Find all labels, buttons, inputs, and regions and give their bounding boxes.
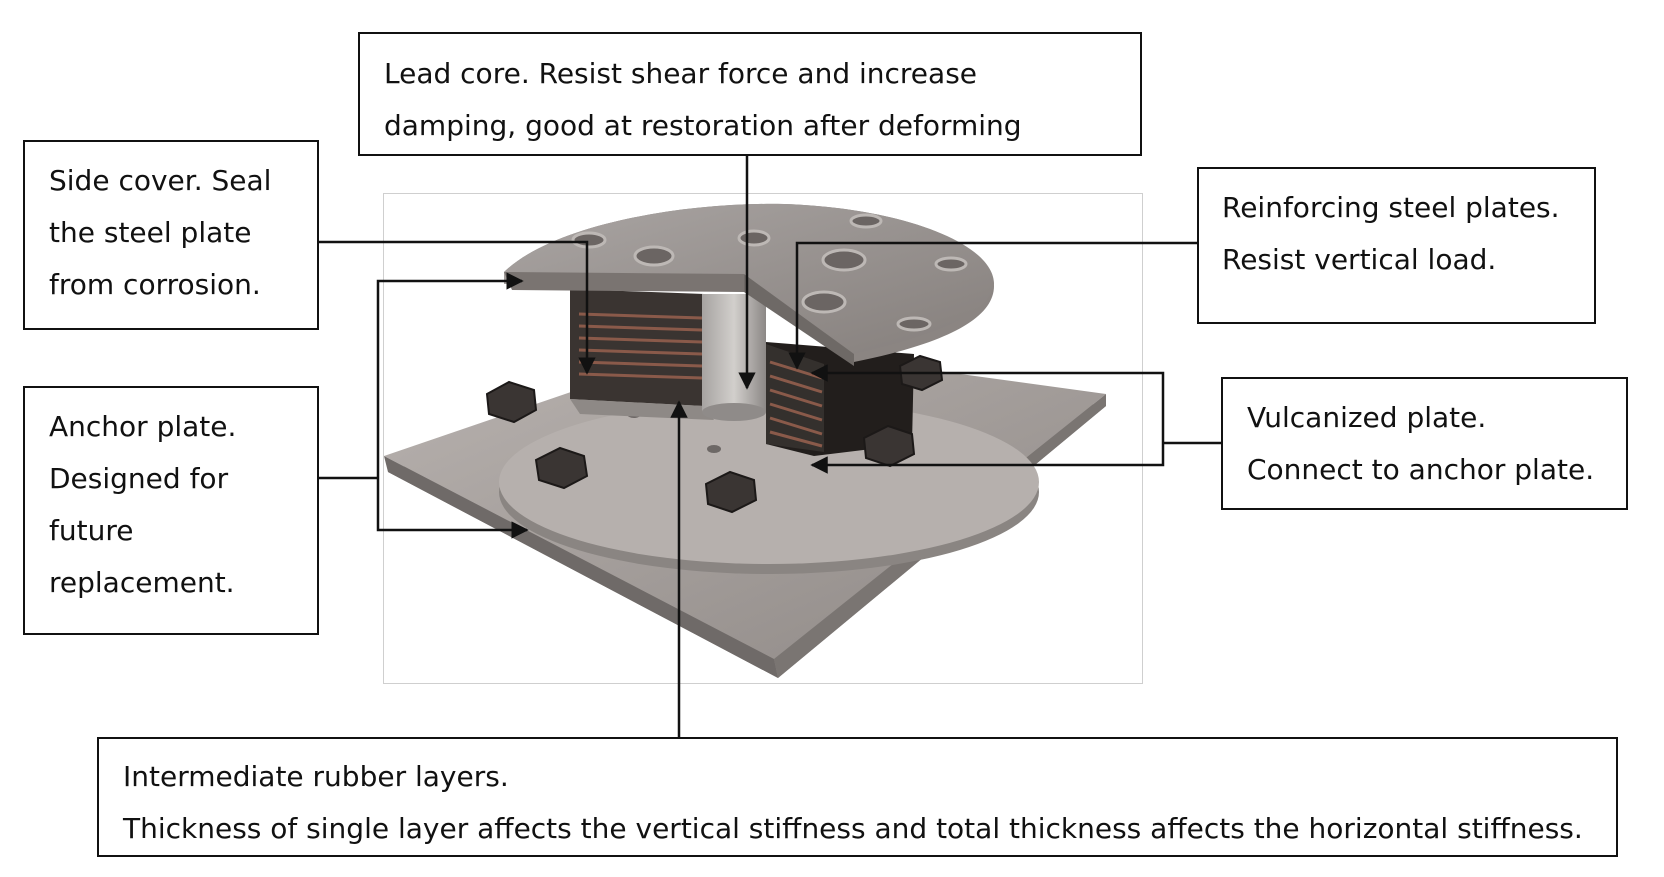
lead-core xyxy=(702,294,766,421)
anchor-plate-line-3: future xyxy=(49,514,134,547)
rubber-layers-line-1: Intermediate rubber layers. xyxy=(123,760,509,793)
reinforcing-plates-line-1: Reinforcing steel plates. xyxy=(1222,191,1560,224)
reinforcing-plates-line-2: Resist vertical load. xyxy=(1222,243,1497,276)
bearing-illustration xyxy=(384,203,1106,678)
rubber-layers-text-area: Intermediate rubber layers. Thickness of… xyxy=(100,744,1628,860)
bearing-photo xyxy=(383,193,1143,684)
side-cover-callout xyxy=(23,140,319,330)
side-cover-line-2: the steel plate xyxy=(49,216,252,249)
vulcanized-plate-callout xyxy=(1221,377,1628,510)
lead-core-line-2: damping, good at restoration after defor… xyxy=(384,109,1022,142)
anchor-plate-line-1: Anchor plate. xyxy=(49,410,237,443)
lead-core-callout xyxy=(358,32,1142,156)
anchor-plate-line-2: Designed for xyxy=(49,462,229,495)
vulcanized-plate-line-1: Vulcanized plate. xyxy=(1247,401,1487,434)
vulcanized-plate-line-2: Connect to anchor plate. xyxy=(1247,453,1595,486)
anchor-plate-line-4: replacement. xyxy=(49,566,235,599)
rubber-layers-callout xyxy=(97,737,1618,857)
rubber-layers-line-2: Thickness of single layer affects the ve… xyxy=(123,812,1583,845)
anchor-plate-callout xyxy=(23,386,319,635)
side-cover-line-1: Side cover. Seal xyxy=(49,164,272,197)
lead-core-line-1: Lead core. Resist shear force and increa… xyxy=(384,57,978,90)
reinforcing-plates-callout xyxy=(1197,167,1596,324)
side-cover-line-3: from corrosion. xyxy=(49,268,261,301)
